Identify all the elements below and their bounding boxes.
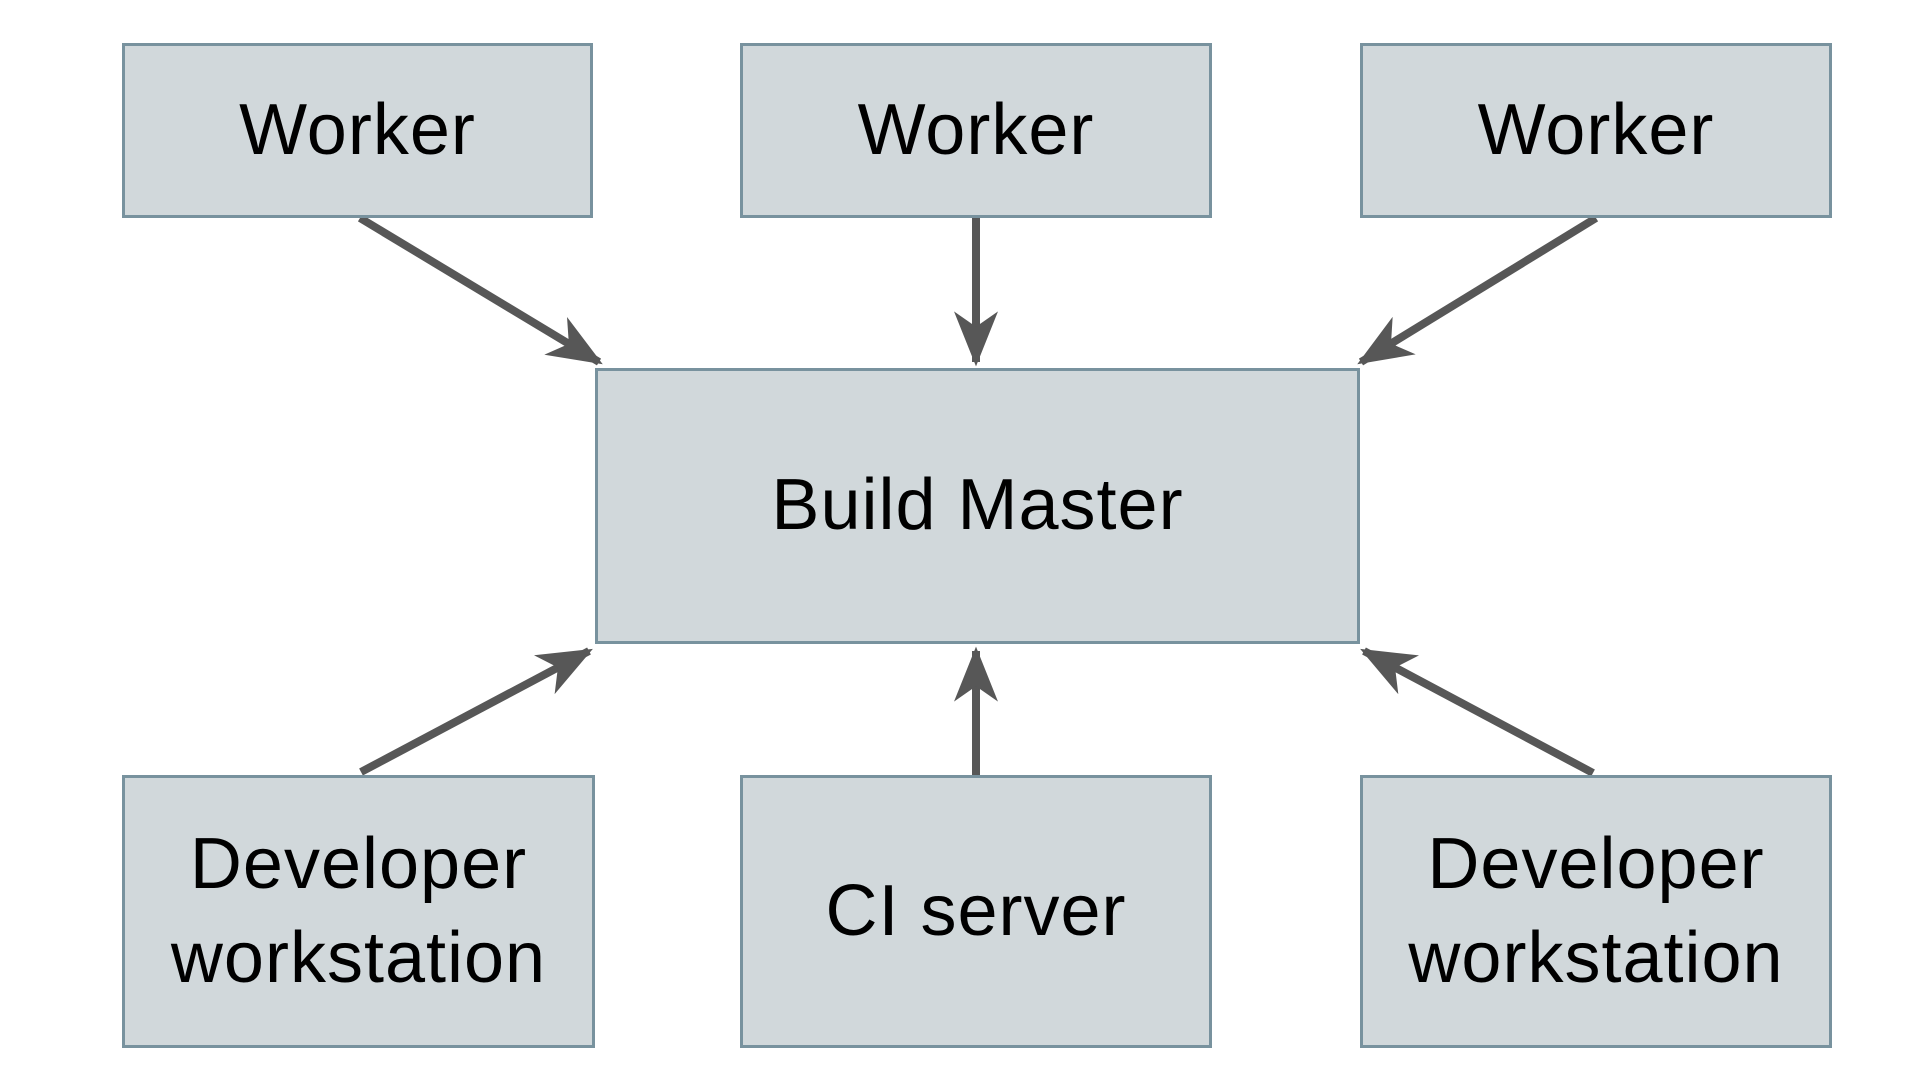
node-label: CI server bbox=[825, 870, 1127, 951]
node-label: Worker bbox=[239, 89, 476, 170]
node-developer-workstation-left: Developer workstation bbox=[122, 775, 595, 1048]
node-worker-1: Worker bbox=[122, 43, 593, 218]
arrow-developer-workstation-left-to-build-master bbox=[359, 647, 593, 776]
node-label: Developer workstation bbox=[170, 823, 547, 998]
node-label: Worker bbox=[1477, 89, 1715, 170]
node-developer-workstation-right: Developer workstation bbox=[1360, 775, 1832, 1048]
arrow-developer-workstation-right-to-build-master bbox=[1360, 647, 1595, 777]
node-label: Worker bbox=[857, 89, 1095, 170]
node-worker-2: Worker bbox=[740, 43, 1212, 218]
node-worker-3: Worker bbox=[1360, 43, 1832, 218]
arrow-worker-3-to-build-master bbox=[1357, 214, 1599, 366]
arrow-worker-1-to-build-master bbox=[357, 214, 603, 366]
node-ci-server: CI server bbox=[740, 775, 1212, 1048]
node-label: Build Master bbox=[771, 465, 1184, 546]
node-build-master: Build Master bbox=[595, 368, 1360, 644]
node-label: Developer workstation bbox=[1408, 823, 1784, 998]
